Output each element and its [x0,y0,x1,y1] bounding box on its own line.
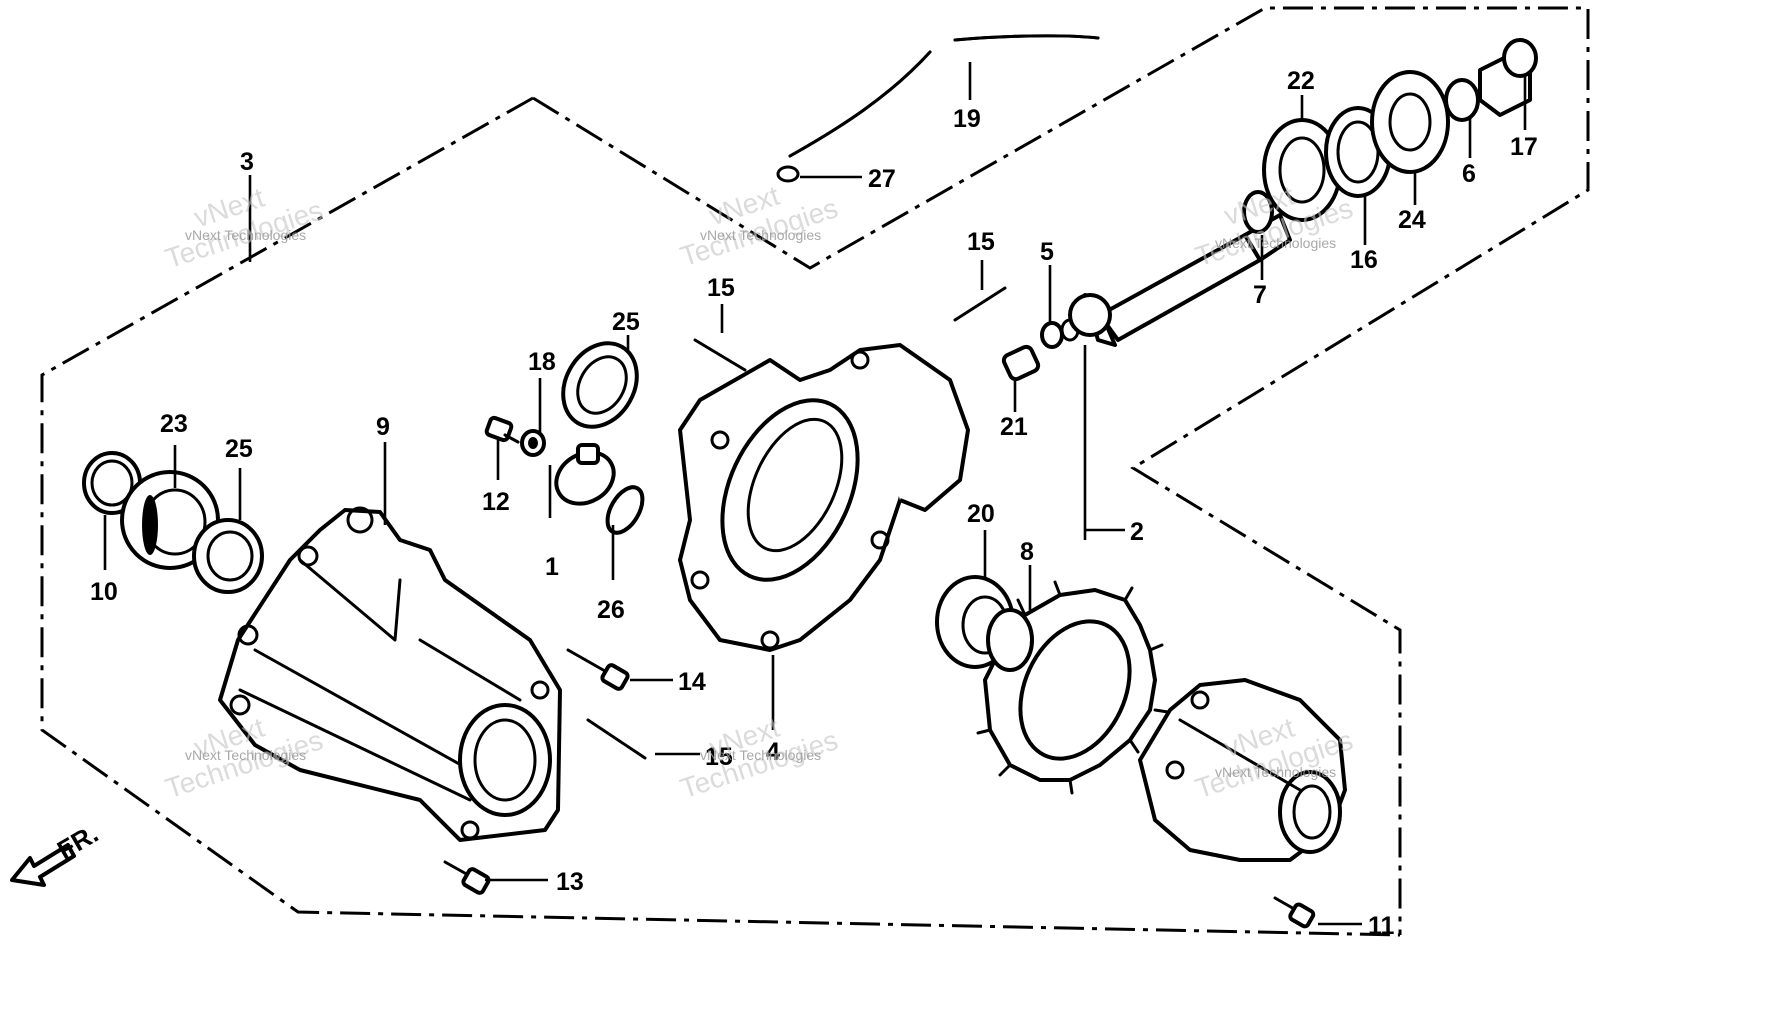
part-17-nut [1478,38,1538,117]
callout-15-c: 15 [705,743,733,771]
part-1-breather-cap [554,443,616,506]
callout-5: 5 [1040,238,1054,266]
watermark-small-1: vNext Technologies [185,227,306,243]
callout-2: 2 [1130,518,1144,546]
front-direction-indicator: FR. [10,818,103,887]
upper-assembly-boundary [532,6,1590,935]
callout-11: 11 [1368,912,1395,940]
callout-19: 19 [953,105,981,133]
part-7-seal [1242,190,1274,234]
watermark-2: vNext Technologies [677,180,842,273]
part-9-final-drive-housing [218,506,562,842]
callout-10: 10 [90,578,118,606]
left-assembly-boundary [40,96,1401,937]
part-6-washer [1444,78,1480,122]
callout-4: 4 [766,738,780,766]
callout-17: 17 [1510,133,1538,161]
callout-15-a: 15 [707,274,735,302]
callout-14: 14 [678,668,706,696]
callout-12: 12 [482,488,510,516]
callout-27: 27 [868,165,896,193]
watermark-1: vNext Technologies [162,182,327,275]
callout-20: 20 [967,500,995,528]
part-21-collar [1001,344,1041,382]
watermark-small-2: vNext Technologies [700,227,821,243]
part-5-shim [1040,321,1064,349]
callout-18: 18 [528,348,556,376]
part-15-stud-b [953,286,1007,322]
callout-26: 26 [597,596,625,624]
part-15-stud-c [586,718,647,760]
callout-21: 21 [1000,413,1028,441]
callout-13: 13 [556,868,584,896]
part-11-bolt [1273,896,1316,929]
part-25-oil-seal-left [192,518,264,594]
callout-16: 16 [1350,246,1378,274]
callout-9: 9 [376,413,390,441]
callout-3: 3 [240,148,254,176]
callout-22: 22 [1287,67,1315,95]
differential-case [1138,678,1347,862]
callout-24: 24 [1398,206,1426,234]
callout-25-top: 25 [612,308,640,336]
callout-1: 1 [545,553,559,581]
part-24-companion-flange [1370,70,1450,174]
watermark-small-4: vNext Technologies [185,747,306,763]
callout-8: 8 [1020,538,1034,566]
callout-labels: 3 23 25 9 10 18 12 1 26 25 15 14 15 4 13… [90,67,1538,940]
part-27-hose-clip [776,165,800,183]
watermark-small-3: vNext Technologies [1215,235,1336,251]
watermark-small-6: vNext Technologies [1215,764,1336,780]
watermark-small-5: vNext Technologies [700,747,821,763]
callout-6: 6 [1462,160,1476,188]
callout-15-b: 15 [967,228,995,256]
part-4-gear-case [678,343,970,652]
callout-7: 7 [1253,281,1267,309]
part-8-shim [986,608,1034,672]
part-12-bolt [484,415,520,444]
part-14-bolt [566,648,630,691]
part-18-washer [520,429,546,457]
part-25-oil-seal-top [561,341,639,429]
part-15-stud-a [693,338,747,372]
callout-25-left: 25 [225,435,253,463]
part-19-breather-hose [788,34,1100,158]
callout-23: 23 [160,410,188,438]
part-13-bolt [443,860,491,895]
leader-lines [103,62,1527,926]
